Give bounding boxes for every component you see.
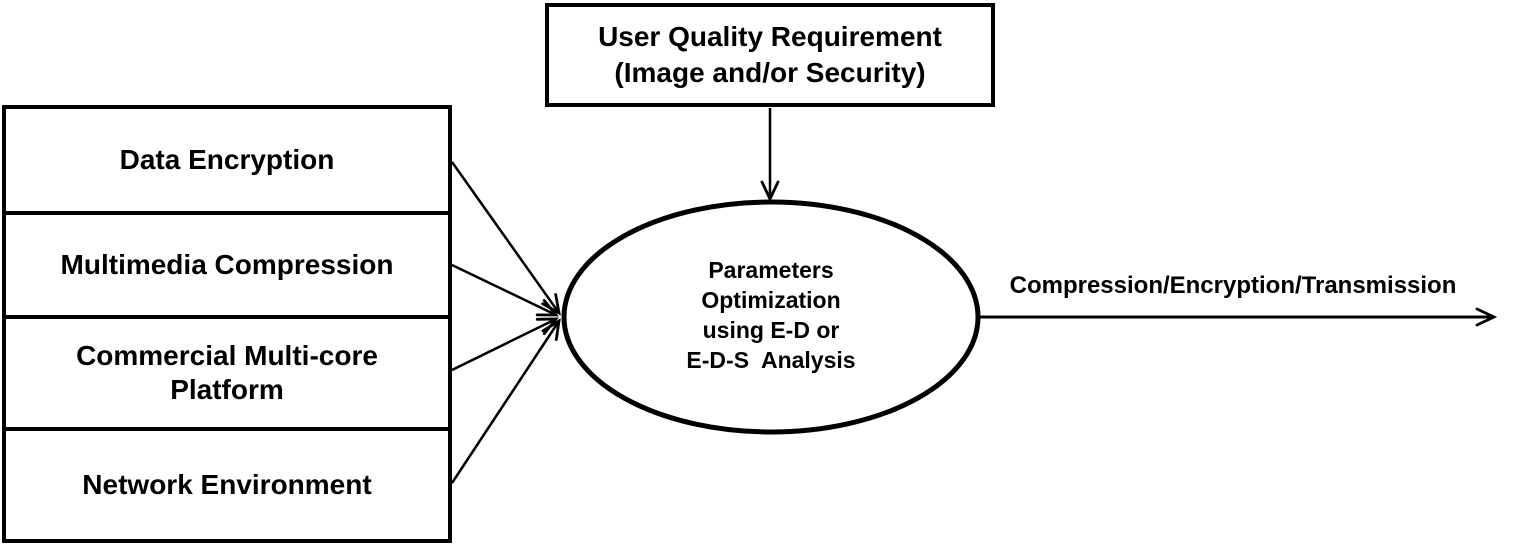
requirement-box-line1: User Quality Requirement xyxy=(598,21,942,52)
inputs-panel: Data Encryption Multimedia Compression C… xyxy=(2,105,452,543)
input-row-network-environment: Network Environment xyxy=(6,427,448,539)
ellipse-line-2: Optimization xyxy=(701,287,841,313)
process-ellipse-label: Parameters Optimization using E-D or E-D… xyxy=(655,255,887,375)
input-row-multicore-platform: Commercial Multi-core Platform xyxy=(6,315,448,427)
connector-multimedia-compression xyxy=(451,263,556,315)
ellipse-line-1: Parameters xyxy=(708,257,834,283)
process-ellipse-shape xyxy=(561,199,981,435)
requirement-box-line2: (Image and/or Security) xyxy=(614,57,926,88)
output-arrow-label: Compression/Encryption/Transmission xyxy=(1009,272,1457,299)
user-quality-requirement-box: User Quality Requirement (Image and/or S… xyxy=(545,3,995,107)
ellipse-line-4: E-D-S Analysis xyxy=(686,347,856,373)
connector-network-environment xyxy=(450,321,559,484)
input-row-data-encryption: Data Encryption xyxy=(119,144,335,175)
connector-multicore-platform xyxy=(451,319,556,372)
connector-data-encryption xyxy=(450,161,559,313)
ellipse-line-3: using E-D or xyxy=(702,317,840,343)
input-row-multimedia-compression: Multimedia Compression xyxy=(6,211,448,315)
